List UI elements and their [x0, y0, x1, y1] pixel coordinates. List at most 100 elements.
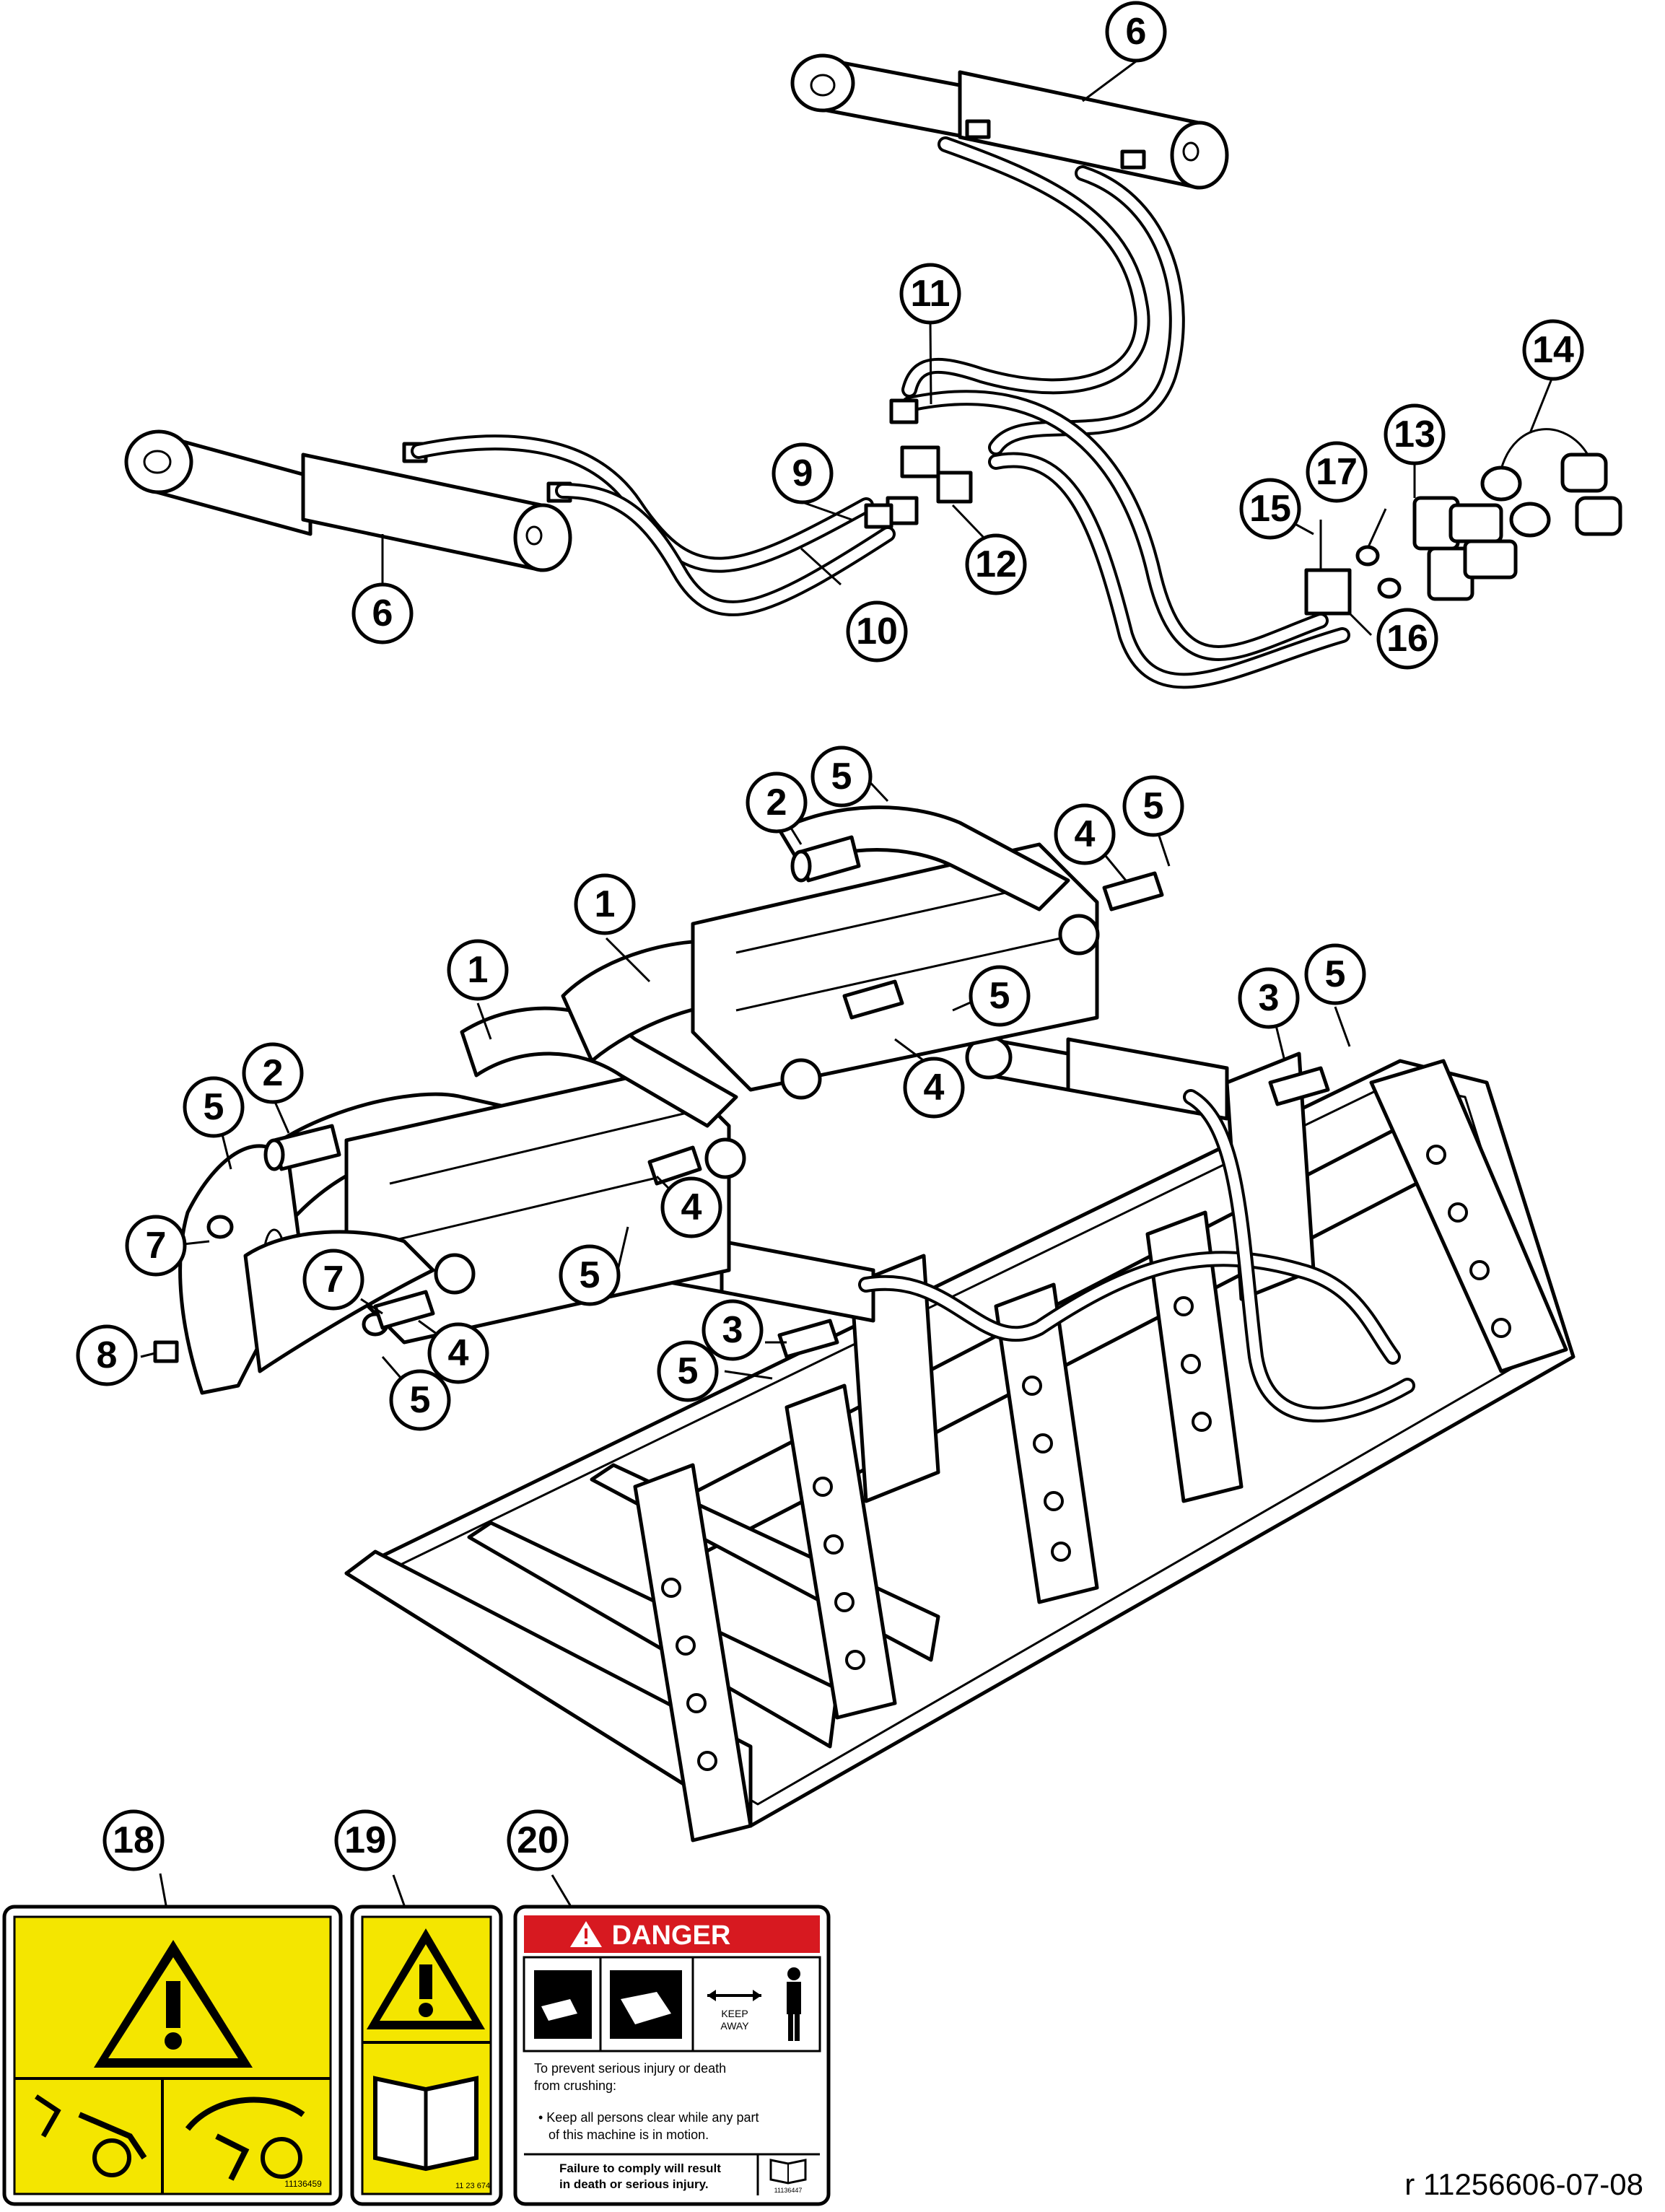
- danger-text-4: of this machine is in motion.: [549, 2128, 709, 2142]
- callout-5-mid: 5: [969, 965, 1031, 1027]
- svg-text:5: 5: [1143, 785, 1164, 827]
- callout-15: 15: [1239, 478, 1301, 540]
- svg-text:2: 2: [766, 782, 787, 823]
- dust-caps: [1480, 428, 1622, 538]
- svg-text:5: 5: [831, 756, 852, 797]
- svg-text:1: 1: [595, 883, 616, 925]
- danger-text-2: from crushing:: [534, 2078, 616, 2093]
- svg-text:11: 11: [911, 273, 951, 315]
- hydraulic-hoses: [411, 136, 1350, 689]
- callout-8: 8: [76, 1324, 138, 1386]
- callout-16: 16: [1376, 608, 1438, 670]
- svg-text:8: 8: [97, 1334, 118, 1376]
- decal-20-part-no: 11136447: [774, 2187, 803, 2194]
- warning-triangle-icon: [570, 1921, 602, 1947]
- grapple-frame: [344, 1035, 1576, 1842]
- callout-5-top-right: 5: [1122, 775, 1184, 837]
- svg-text:5: 5: [580, 1254, 600, 1296]
- keep-label: KEEP: [721, 2008, 748, 2019]
- svg-text:9: 9: [792, 453, 813, 494]
- keep-away-person-icon: KEEP AWAY: [707, 1967, 801, 2041]
- decal-19: 11 23 674: [350, 1905, 503, 2206]
- svg-text:2: 2: [263, 1052, 284, 1094]
- svg-text:19: 19: [344, 1819, 386, 1861]
- decal-20: DANGER KEEP AWAY To prevent serious inju…: [513, 1905, 831, 2206]
- callout-9: 9: [772, 442, 834, 504]
- svg-text:5: 5: [410, 1379, 431, 1421]
- callout-2-rear: 2: [746, 771, 808, 834]
- callout-13: 13: [1384, 403, 1446, 465]
- callout-10: 10: [846, 600, 908, 663]
- callout-14: 14: [1522, 319, 1584, 381]
- crush-hazard-icon: [185, 2097, 305, 2181]
- decal-18-part-no: 11136459: [284, 2179, 322, 2189]
- callout-5-left: 5: [183, 1076, 245, 1138]
- cylinder-upper: [790, 53, 1229, 190]
- manual-book-icon: [769, 2159, 807, 2185]
- svg-text:3: 3: [722, 1309, 743, 1351]
- svg-text:18: 18: [113, 1819, 154, 1861]
- callout-6-upper: 6: [1105, 1, 1167, 63]
- svg-text:3: 3: [1259, 977, 1280, 1019]
- callout-19: 19: [334, 1809, 396, 1871]
- callout-1-front: 1: [447, 939, 509, 1001]
- svg-text:5: 5: [989, 975, 1010, 1017]
- callout-12: 12: [965, 533, 1027, 595]
- crush-hazard-icon: [534, 1970, 682, 2039]
- danger-fail-2: in death or serious injury.: [559, 2177, 709, 2191]
- callout-2-left: 2: [242, 1042, 304, 1104]
- tee-fittings: [864, 398, 973, 529]
- svg-text:14: 14: [1532, 329, 1574, 371]
- svg-text:6: 6: [1126, 11, 1147, 53]
- callout-18: 18: [102, 1809, 165, 1871]
- danger-text-1: To prevent serious injury or death: [534, 2061, 726, 2076]
- svg-text:16: 16: [1386, 618, 1428, 660]
- callout-4-top: 4: [1054, 803, 1116, 865]
- svg-text:4: 4: [1075, 813, 1096, 855]
- svg-text:5: 5: [204, 1086, 224, 1128]
- svg-text:4: 4: [924, 1067, 945, 1109]
- frame-ribs: [633, 1059, 1568, 1842]
- svg-text:7: 7: [323, 1259, 344, 1300]
- hydraulic-assembly: [124, 53, 1622, 689]
- svg-text:17: 17: [1316, 451, 1358, 493]
- callout-4-left: 4: [660, 1176, 722, 1238]
- svg-text:15: 15: [1249, 488, 1291, 530]
- drawing-reference: r 11256606-07-08: [1404, 2167, 1643, 2201]
- svg-text:20: 20: [517, 1819, 559, 1861]
- callout-4-mid: 4: [903, 1057, 965, 1119]
- svg-text:5: 5: [678, 1350, 699, 1392]
- callout-5-top: 5: [810, 746, 873, 808]
- svg-text:7: 7: [146, 1225, 167, 1267]
- decal-18: 11136459: [2, 1905, 343, 2206]
- callout-5-left-mid: 5: [559, 1244, 621, 1306]
- o-rings-bracket: [1304, 520, 1402, 616]
- danger-text-3: • Keep all persons clear while any part: [538, 2110, 759, 2125]
- tractor-hazard-icon: [35, 2094, 147, 2177]
- svg-text:6: 6: [372, 593, 393, 634]
- danger-header: DANGER: [612, 1920, 731, 1951]
- callout-17: 17: [1306, 441, 1368, 503]
- callout-7-left: 7: [125, 1215, 187, 1277]
- warning-triangle-icon: [94, 1940, 253, 2068]
- svg-text:5: 5: [1325, 953, 1346, 995]
- callout-7-mid: 7: [302, 1249, 364, 1311]
- quick-couplers: [1412, 496, 1518, 601]
- callout-6-lower: 6: [351, 582, 414, 644]
- manual-book-icon: [373, 2076, 478, 2172]
- grapple-arms: [153, 805, 1330, 1395]
- away-label: AWAY: [720, 2020, 749, 2032]
- callout-3-low: 3: [702, 1299, 764, 1361]
- callout-5-low-right: 5: [657, 1340, 719, 1402]
- decal-19-part-no: 11 23 674: [455, 2182, 490, 2190]
- svg-text:1: 1: [468, 949, 489, 991]
- svg-text:4: 4: [448, 1332, 469, 1374]
- svg-text:13: 13: [1394, 414, 1435, 455]
- callout-5-low: 5: [389, 1369, 451, 1431]
- callout-5-right: 5: [1304, 943, 1366, 1005]
- cylinder-lower: [124, 429, 572, 572]
- callout-3-right: 3: [1238, 967, 1300, 1029]
- callout-20: 20: [507, 1809, 569, 1871]
- svg-text:4: 4: [681, 1186, 702, 1228]
